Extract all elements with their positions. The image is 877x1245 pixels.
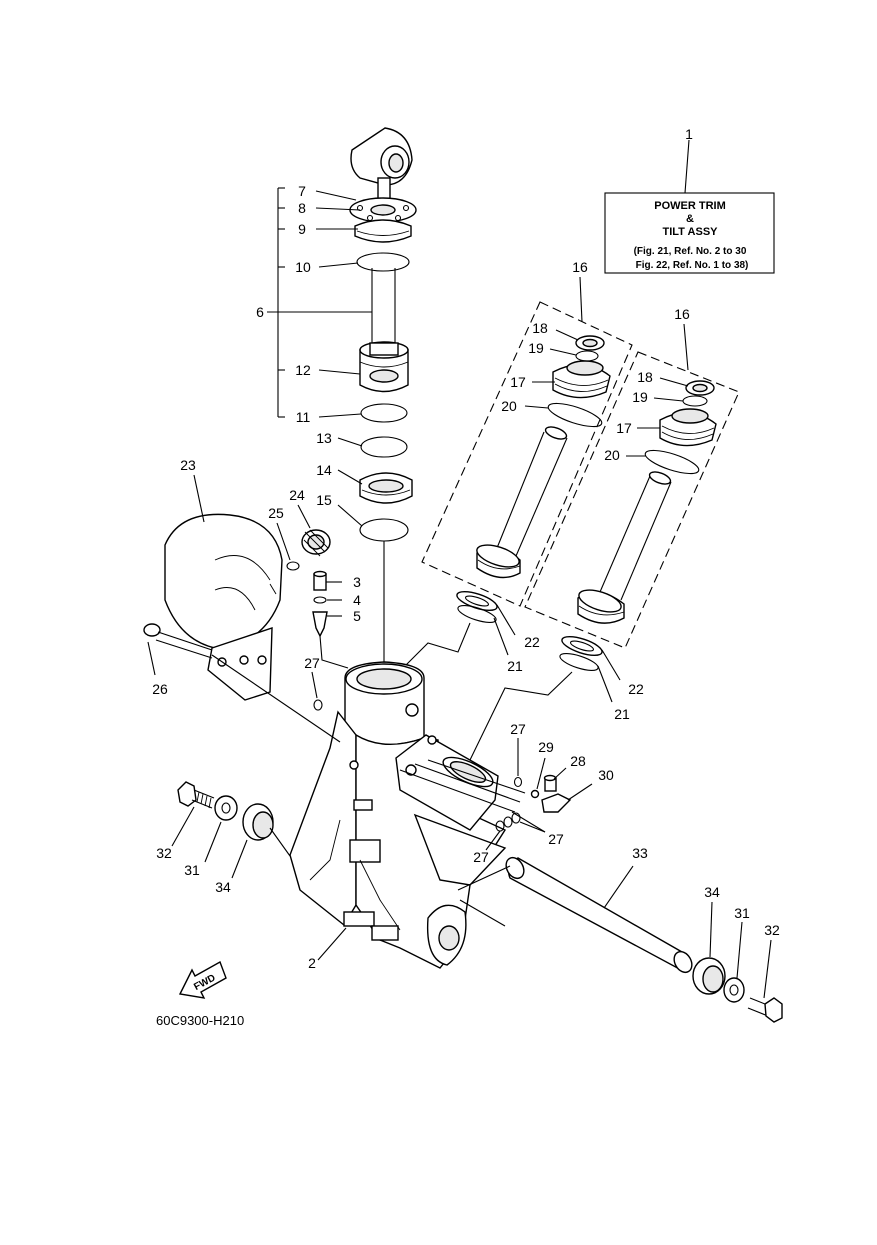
callout-32-right: 32: [764, 922, 780, 938]
callout-34-left: 34: [215, 879, 231, 895]
callout-26: 26: [152, 681, 168, 697]
callout-20-right: 20: [604, 447, 620, 463]
callout-22-right: 22: [628, 681, 644, 697]
callout-14: 14: [316, 462, 332, 478]
title-line-2: &: [686, 213, 694, 225]
callout-33: 33: [632, 845, 648, 861]
callout-11: 11: [296, 409, 311, 425]
callout-17-left: 17: [510, 374, 526, 390]
drawing-code: 60C9300-H210: [156, 1013, 244, 1028]
callout-31-right: 31: [734, 905, 750, 921]
callout-2: 2: [308, 955, 316, 971]
callout-17-right: 17: [616, 420, 632, 436]
callout-5: 5: [353, 608, 361, 624]
callout-7: 7: [298, 183, 306, 199]
callout-19-right: 19: [632, 389, 648, 405]
motor-cover: [164, 513, 283, 701]
small-parts-27-30: [485, 738, 593, 851]
callout-4: 4: [353, 592, 361, 608]
callout-27-right: 27: [548, 831, 564, 847]
title-box: POWER TRIM & TILT ASSY (Fig. 21, Ref. No…: [604, 139, 775, 274]
callout-16-right: 16: [674, 306, 690, 322]
callout-21-right: 21: [614, 706, 630, 722]
callout-27-left: 27: [304, 655, 320, 671]
fasteners-left: [171, 781, 291, 879]
callout-27-bottom: 27: [473, 849, 489, 865]
callout-23: 23: [180, 457, 196, 473]
callout-31-left: 31: [184, 862, 200, 878]
bolt-26: [143, 623, 213, 676]
callout-10: 10: [295, 259, 311, 275]
cylinder-bracket-lines: [267, 187, 372, 527]
callout-8: 8: [298, 200, 306, 216]
callout-25: 25: [268, 505, 284, 521]
callout-12: 12: [295, 362, 311, 378]
washers-22-21: [456, 591, 621, 703]
bearing-24: [297, 504, 331, 557]
trim-cylinder-left: [421, 301, 633, 607]
title-line-3: TILT ASSY: [663, 226, 719, 238]
callout-3: 3: [353, 574, 361, 590]
callout-numbers: 1 7 8 9 10 6 12 11 13 14 15 23 24 25 3 4…: [152, 126, 780, 971]
fwd-arrow-icon: FWD: [178, 960, 227, 999]
housing: [289, 661, 526, 969]
callout-28: 28: [570, 753, 586, 769]
trim-cylinder-right: [524, 351, 740, 649]
callout-19-left: 19: [528, 340, 544, 356]
callout-30: 30: [598, 767, 614, 783]
callout-6: 6: [256, 304, 264, 320]
callout-34-right: 34: [704, 884, 720, 900]
tilt-cylinder-assembly: [349, 127, 417, 668]
callout-21-left: 21: [507, 658, 523, 674]
callout-1: 1: [685, 126, 693, 142]
callout-9: 9: [298, 221, 306, 237]
callout-15: 15: [316, 492, 332, 508]
small-parts-3-4-5: [312, 570, 349, 669]
callout-18-left: 18: [532, 320, 548, 336]
callout-20-left: 20: [501, 398, 517, 414]
fasteners-right: [692, 901, 783, 1023]
callout-29: 29: [538, 739, 554, 755]
tilt-shaft-33: [457, 856, 693, 974]
callout-24: 24: [289, 487, 305, 503]
callout-22-left: 22: [524, 634, 540, 650]
title-ref-2: Fig. 22, Ref. No. 1 to 38): [636, 260, 749, 271]
callout-16-left: 16: [572, 259, 588, 275]
callout-18-right: 18: [637, 369, 653, 385]
title-line-1: POWER TRIM: [654, 200, 726, 212]
callout-27-top: 27: [510, 721, 526, 737]
callout-13: 13: [316, 430, 332, 446]
title-ref-1: (Fig. 21, Ref. No. 2 to 30: [634, 246, 747, 257]
callout-32-left: 32: [156, 845, 172, 861]
